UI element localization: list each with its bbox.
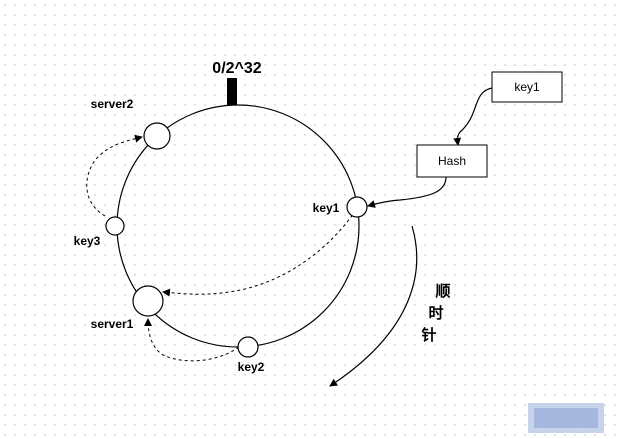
ring-origin-label: 0/2^32 (212, 60, 261, 77)
input-key-box (491, 71, 563, 103)
clockwise-char-3: 针 (421, 326, 436, 344)
hash-box-label: Hash (438, 154, 466, 168)
key3-node (105, 216, 125, 236)
input-key-box-label: key1 (514, 80, 540, 94)
key1-label: key1 (313, 201, 340, 215)
clockwise-char-2: 时 (428, 304, 443, 322)
key1-to-server1-arrow (162, 209, 357, 297)
key2-to-server1-arrow (144, 318, 240, 362)
server2-node (143, 122, 171, 150)
watermark-logo (528, 403, 604, 433)
key2-label: key2 (238, 360, 265, 374)
input-to-hash-arrow (453, 87, 493, 146)
clockwise-char-1: 顺 (435, 282, 450, 300)
server1-node (132, 285, 164, 317)
clockwise-arrow (329, 225, 418, 387)
hash-box (416, 144, 488, 178)
ring-origin-marker (227, 78, 237, 105)
key1-node (346, 196, 368, 218)
key2-node (237, 336, 259, 358)
key3-to-server2-arrow (86, 134, 143, 217)
server1-label: server1 (91, 317, 134, 331)
key3-label: key3 (74, 234, 101, 248)
server2-label: server2 (91, 97, 134, 111)
hash-to-key1-arrow (367, 176, 447, 208)
